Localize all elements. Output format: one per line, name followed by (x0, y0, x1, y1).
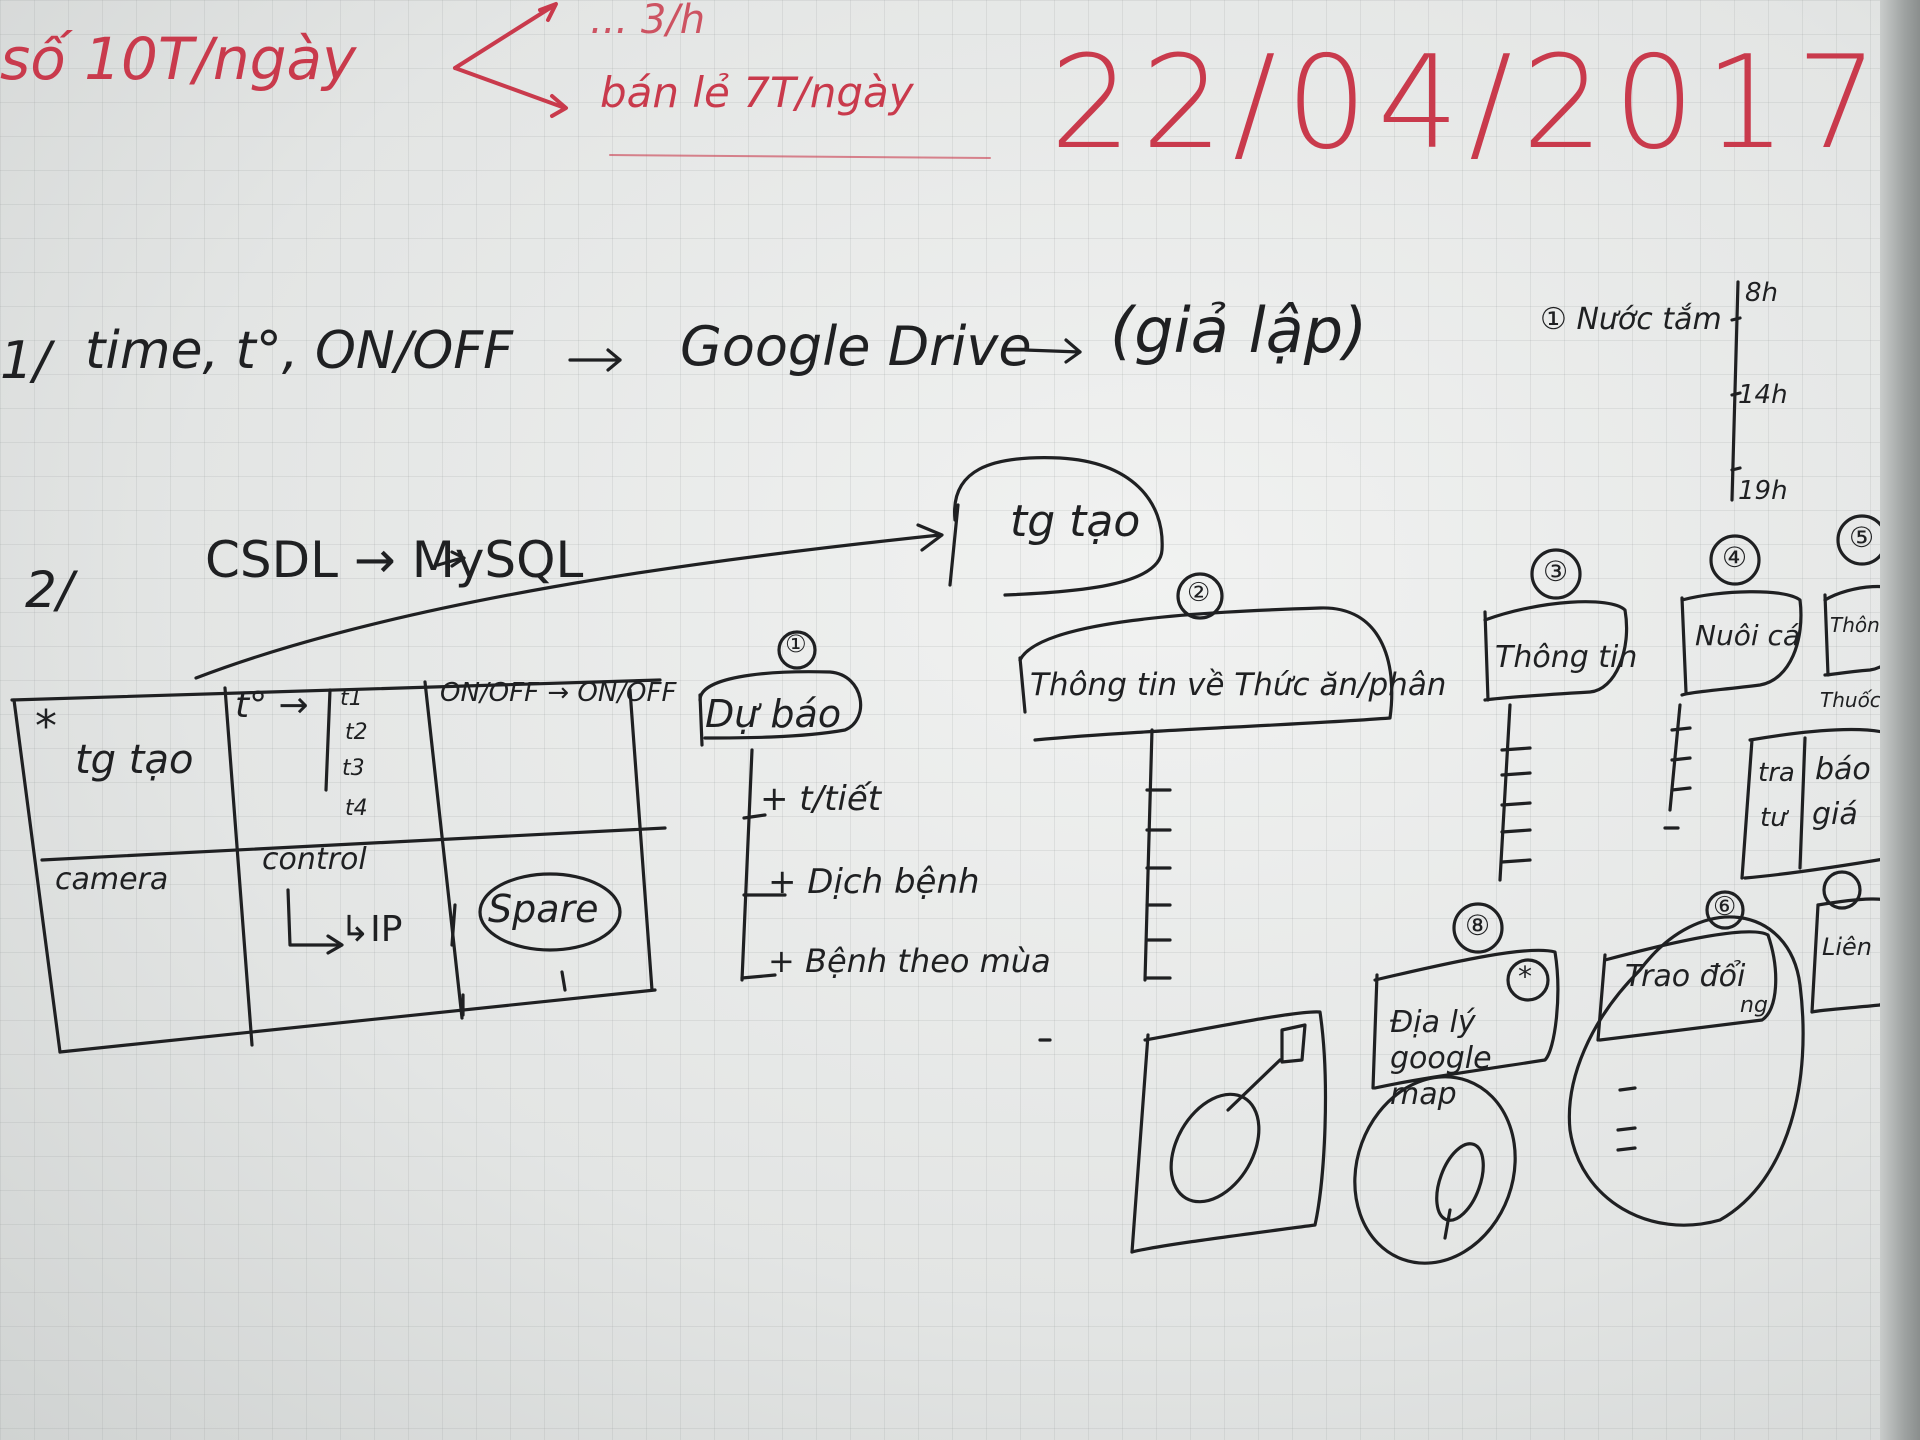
schedule-time-1: 8h (1745, 278, 1779, 308)
box8-star: * (1518, 960, 1532, 993)
box6-outline (1598, 930, 1778, 1042)
box6-title: Trao đổi (1625, 959, 1746, 994)
box3-title: Thông tin (1495, 640, 1638, 675)
box3-outline (1483, 600, 1629, 702)
box5-sub: Thuốc (1820, 688, 1881, 712)
top-underline (609, 154, 991, 159)
subtable-col1a: tra (1758, 758, 1795, 788)
box6-sub: ng (1740, 993, 1768, 1018)
simulation-note: (giả lập) (1110, 294, 1368, 367)
table-cell-spare: Spare (488, 887, 599, 931)
temp-3: t3 (342, 756, 365, 781)
table-cell-time: tg tạo (75, 737, 194, 783)
subtable-col2b: giá (1812, 797, 1858, 832)
whiteboard-frame-edge (1880, 0, 1920, 1440)
box6-number: ⑥ (1713, 892, 1737, 922)
box1-number: ① (785, 630, 807, 658)
box1-outline (698, 670, 863, 740)
table-cell-camera: camera (55, 862, 169, 897)
branch-top-note: ... 3/h (590, 0, 706, 43)
bubble-label: tg tạo (1010, 496, 1141, 547)
schedule-time-2: 14h (1738, 380, 1788, 410)
box4-title: Nuôi cá (1695, 619, 1801, 652)
box5-number: ⑤ (1849, 521, 1875, 554)
box2-number: ② (1187, 578, 1211, 608)
schedule-label: ① Nước tắm (1540, 302, 1722, 337)
box1-item-disease: + Dịch bệnh (768, 862, 980, 902)
box8-title: Địa lý google map (1390, 1005, 1492, 1112)
box3-number: ③ (1543, 555, 1569, 588)
box6-big-circle (1567, 915, 1805, 1227)
temp-2: t2 (345, 720, 368, 745)
box4-number: ④ (1722, 541, 1748, 574)
row1-number: 1/ (0, 331, 51, 391)
table-cell-control: control (262, 842, 367, 877)
box2-title: Thông tin về Thức ăn/phân (1030, 667, 1447, 703)
table-star: * (35, 701, 57, 752)
row1-items: time, t°, ON/OFF (85, 321, 514, 381)
box1-title: Dự báo (705, 692, 842, 736)
temp-4: t4 (345, 796, 368, 821)
schedule-time-3: 19h (1738, 476, 1788, 506)
temp-1: t1 (340, 686, 363, 711)
row2-number: 2/ (25, 561, 74, 619)
bubble-tg-tao (953, 456, 1164, 597)
branch-bottom-note: bán lẻ 7T/ngày (600, 68, 914, 117)
database-label: CSDL → MySQL (205, 531, 584, 589)
daily-quantity-note: số 10T/ngày (0, 25, 357, 93)
box4-outline (1680, 590, 1803, 697)
subtable-col2a: báo (1815, 752, 1871, 787)
box8-number: ⑧ (1465, 909, 1491, 942)
date-heading: 22/04/2017 (1050, 29, 1888, 178)
map-screen-outline (1130, 1010, 1328, 1254)
box1-item-weather: + t/tiết (760, 779, 882, 819)
box2-outline (1018, 606, 1394, 742)
subtable-col1b: tư (1760, 803, 1787, 833)
table-top-line (10, 678, 662, 702)
top-fork-arrow (453, 2, 568, 118)
box1-item-seasonal: + Bệnh theo mùa (768, 942, 1051, 980)
table-cell-ip: ↳IP (340, 909, 403, 950)
arrow-to-bubble (194, 533, 942, 680)
map-pin-circle (1353, 1075, 1517, 1265)
table-cell-onoff: ON/OFF → ON/OFF (440, 678, 677, 708)
google-drive-label: Google Drive (680, 315, 1032, 378)
spare-ellipse (478, 872, 622, 952)
table-cell-temp: t° → (235, 685, 309, 726)
